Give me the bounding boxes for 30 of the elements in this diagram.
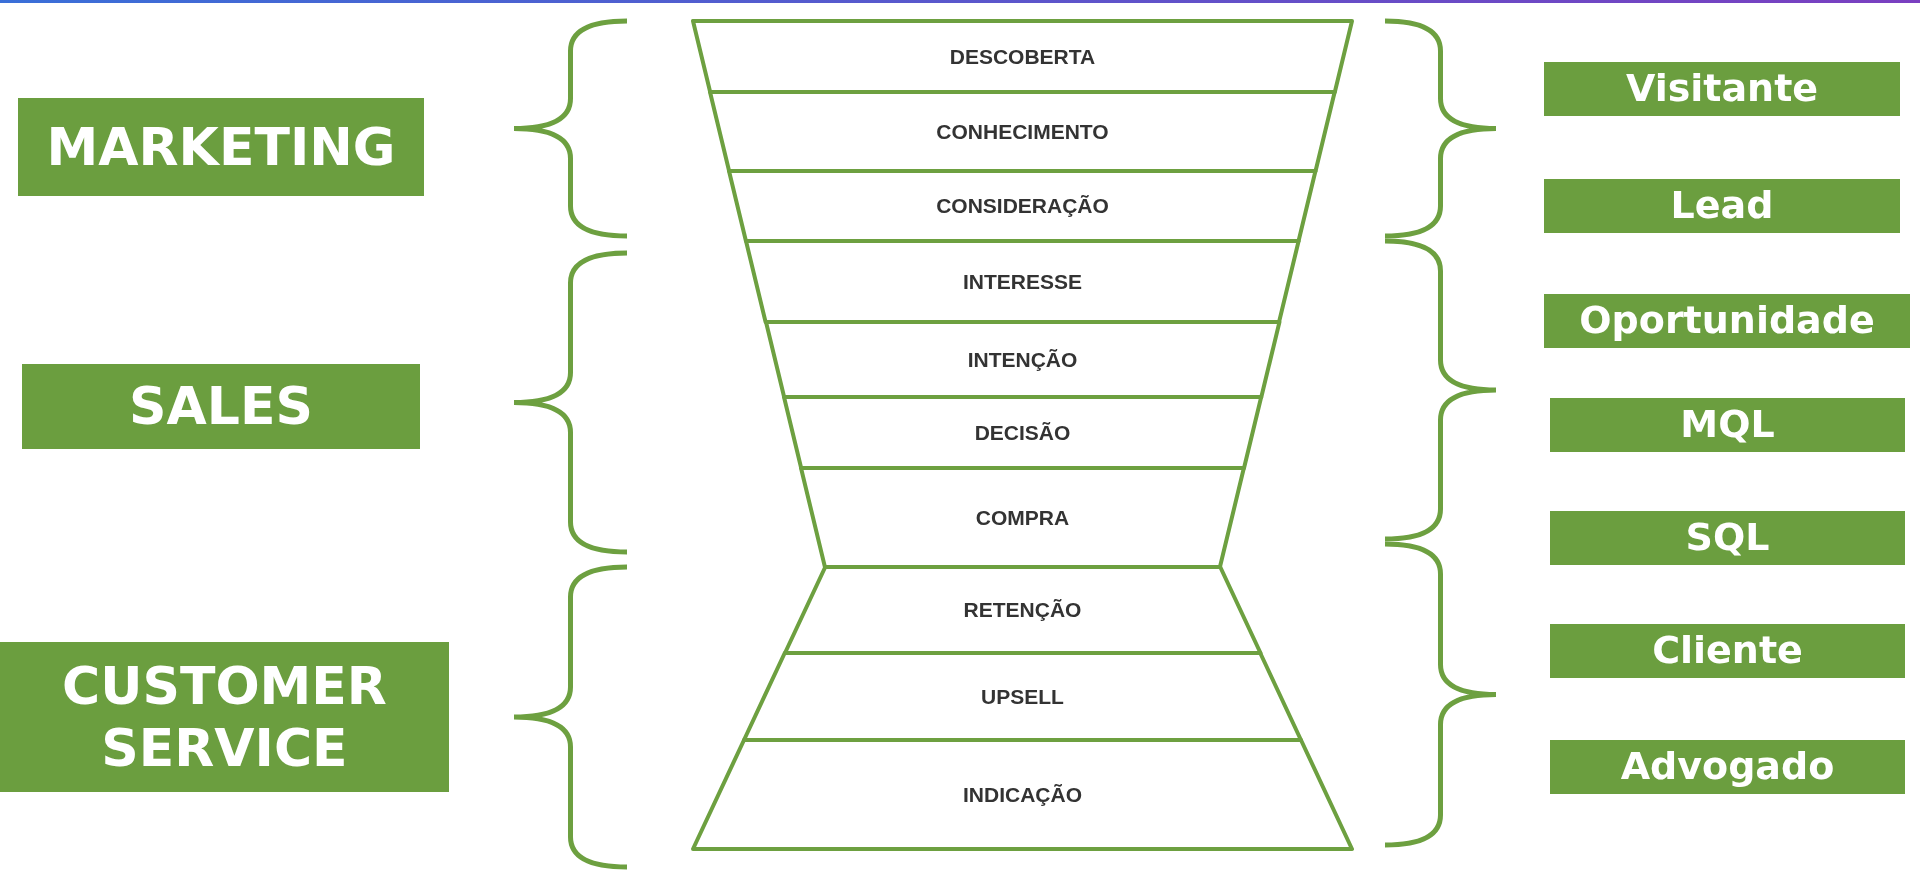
stage-label: INDICAÇÃO [962,782,1083,807]
stage-label: INTERESSE [961,269,1083,294]
label-box: Advogado [1550,740,1905,794]
stage-label: CONSIDERAÇÃO [935,194,1110,218]
label-box: SQL [1550,511,1905,565]
funnel-stage [744,653,1301,740]
funnel-stage [784,567,1261,653]
stage-label: COMPRA [974,505,1071,530]
funnel-stage [729,171,1316,241]
label-box: Cliente [1550,624,1905,678]
funnel-stage [710,92,1335,171]
stage-label: CONHECIMENTO [935,119,1110,144]
stage-label: INTENÇÃO [966,347,1079,372]
funnel-stage [783,397,1262,468]
funnel-stage [801,468,1244,567]
stage-label: DECISÃO [973,420,1072,445]
funnel-stage [765,322,1280,397]
stage-label: DESCOBERTA [948,44,1097,69]
funnel-stage [746,241,1299,322]
stage-label: RETENÇÃO [962,598,1083,622]
label-box: MARKETING [18,98,424,196]
label-box: CUSTOMER SERVICE [0,642,449,792]
label-box: MQL [1550,398,1905,452]
label-box: Lead [1544,179,1900,233]
label-box: SALES [22,364,420,449]
label-box: Visitante [1544,62,1900,116]
label-box: Oportunidade [1544,294,1910,348]
funnel-stage [693,21,1352,92]
stage-label: UPSELL [980,684,1065,709]
funnel-stage [693,740,1352,849]
